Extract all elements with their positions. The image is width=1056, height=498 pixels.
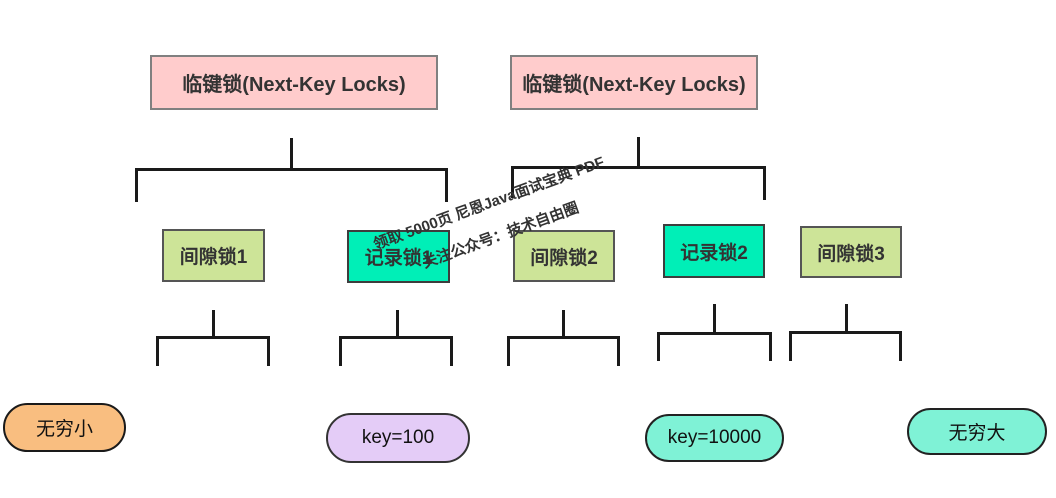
connector-rec2-left-drop <box>657 332 660 361</box>
node-next-key-locks-2: 临键锁(Next-Key Locks) <box>510 55 758 110</box>
connector-rec1-stem <box>396 310 399 338</box>
pill-negative-infinity: 无穷小 <box>3 403 126 452</box>
connector-rec1-left-drop <box>339 336 342 366</box>
connector-rec1-right-drop <box>450 336 453 366</box>
connector-gap1-stem <box>212 310 215 338</box>
connector-nk2-bar <box>511 166 766 169</box>
connector-nk1-stem <box>290 138 293 170</box>
connector-gap2-right-drop <box>617 336 620 366</box>
connector-nk2-stem <box>637 137 640 168</box>
connector-rec2-bar <box>657 332 772 335</box>
connector-gap2-bar <box>507 336 620 339</box>
connector-nk1-left-drop <box>135 168 138 202</box>
connector-gap3-bar <box>789 331 902 334</box>
node-next-key-locks-1: 临键锁(Next-Key Locks) <box>150 55 438 110</box>
node-gap-lock-2: 间隙锁2 <box>513 230 615 282</box>
pill-key-100: key=100 <box>326 413 470 463</box>
node-gap-lock-1: 间隙锁1 <box>162 229 265 282</box>
pill-key-10000: key=10000 <box>645 414 784 462</box>
node-gap-lock-3: 间隙锁3 <box>800 226 902 278</box>
connector-rec2-stem <box>713 304 716 334</box>
connector-rec1-bar <box>339 336 453 339</box>
node-record-lock-2: 记录锁2 <box>663 224 765 278</box>
connector-gap2-left-drop <box>507 336 510 366</box>
connector-gap3-right-drop <box>899 331 902 361</box>
connector-gap1-left-drop <box>156 336 159 366</box>
node-record-lock-1: 记录锁1 <box>347 230 450 283</box>
connector-nk2-left-drop <box>511 166 514 198</box>
connector-rec2-right-drop <box>769 332 772 361</box>
connector-gap3-stem <box>845 304 848 333</box>
connector-nk1-bar <box>135 168 448 171</box>
connector-nk2-right-drop <box>763 166 766 200</box>
connector-gap1-right-drop <box>267 336 270 366</box>
connector-gap3-left-drop <box>789 331 792 361</box>
pill-positive-infinity: 无穷大 <box>907 408 1047 455</box>
connector-gap2-stem <box>562 310 565 338</box>
connector-nk1-right-drop <box>445 168 448 202</box>
connector-gap1-bar <box>156 336 270 339</box>
